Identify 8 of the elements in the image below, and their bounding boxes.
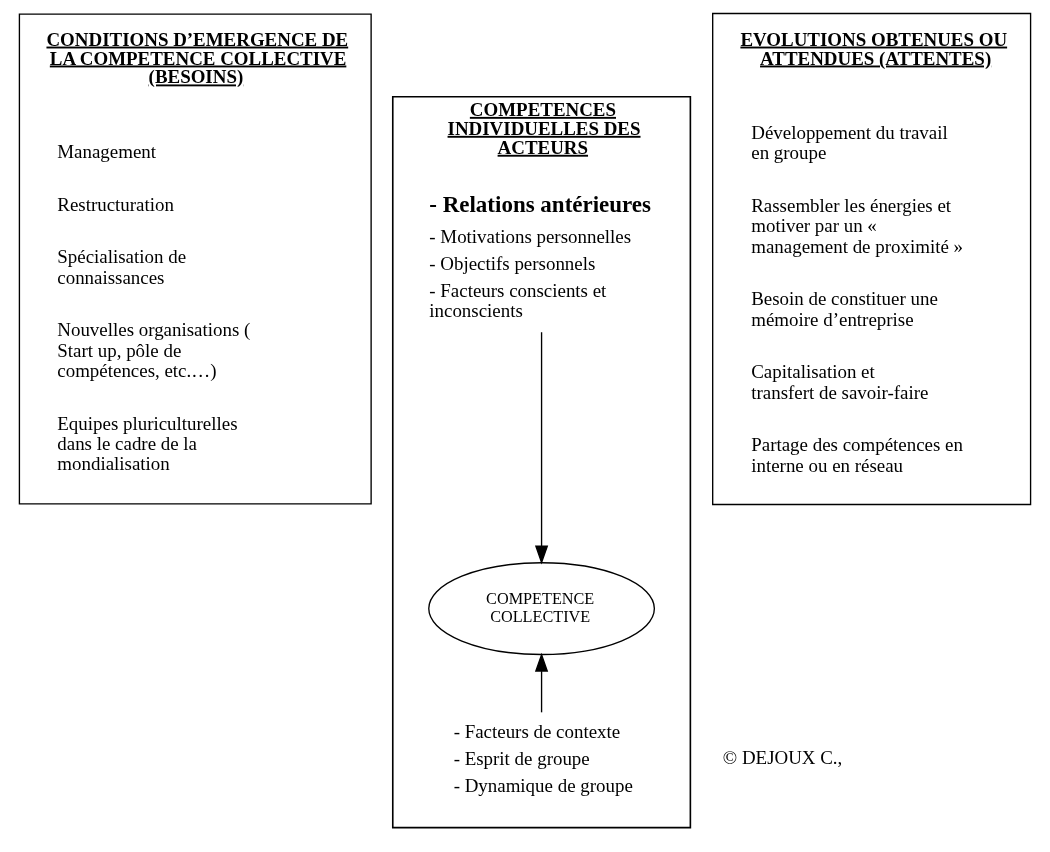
node-text: - Relations antérieures - Motivations personnelles - Objectifs personnels - Facteurs conscients et inconscients (429, 192, 652, 322)
node-ellipse: COMPETENCE COLLECTIVE (428, 562, 656, 656)
label: © DEJOUX C., (722, 747, 843, 769)
arrow (534, 652, 549, 713)
node-text: - Facteurs de contexte - Esprit de groupe - Dynamique de groupe (453, 721, 633, 797)
arrow (534, 331, 549, 565)
node-box: EVOLUTIONS OBTENUES OU ATTENDUES (ATTENTES) Développement du travail en groupe Rassembler les énergies et motiver par un « management de proximité » Besoin de constituer une mémoire d’entreprise Capitalisation et transfert de savoir-faire Partage des compétences en interne ou en réseau (712, 12, 1032, 506)
node-box: CONDITIONS D’EMERGENCE DE LA COMPETENCE COLLECTIVE (BESOINS) Management Restructuration Spécialisation de connaissances Nouvelles organisations ( Start up, pôle de compétences, etc.…) Equipes pluriculturelles dans le cadre de la mondialisation (18, 13, 372, 505)
